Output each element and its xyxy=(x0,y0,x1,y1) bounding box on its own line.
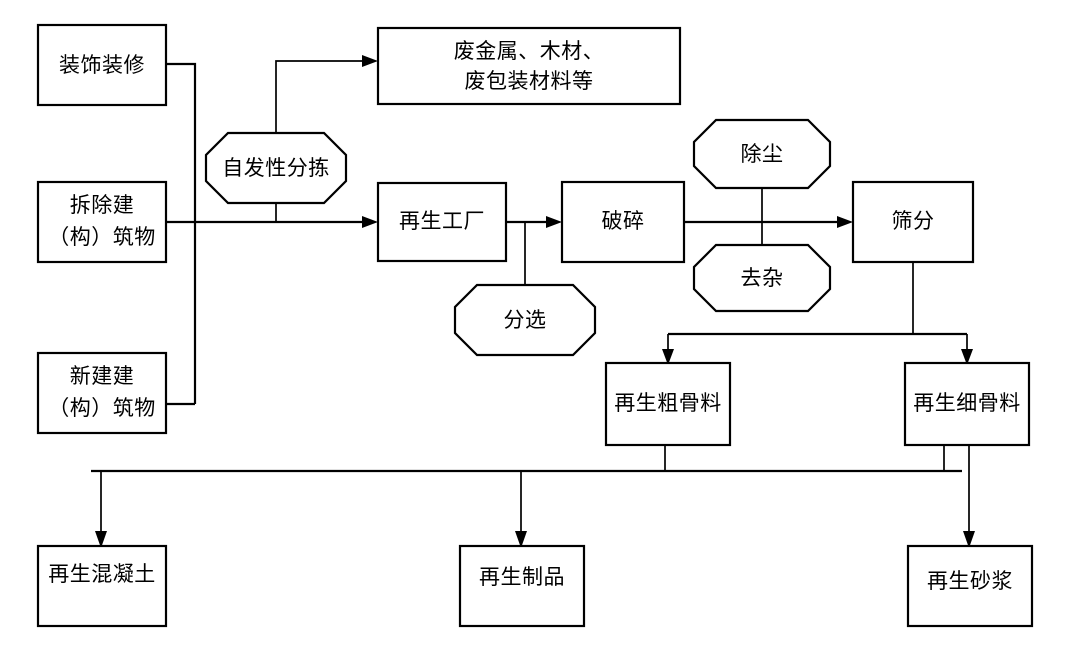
arrowhead-split-to-fine xyxy=(961,349,973,365)
node-recycled-mortar-label: 再生砂浆 xyxy=(927,569,1013,593)
node-spontaneous-sort[interactable]: 自发性分拣 xyxy=(204,131,348,205)
node-new-construction-label-line2: （构）筑物 xyxy=(48,396,156,420)
node-crushing[interactable]: 破碎 xyxy=(560,180,686,264)
connectors-group xyxy=(91,55,975,548)
node-recycled-concrete-box xyxy=(36,544,168,628)
arrowhead-distribution-to-products xyxy=(515,531,527,548)
node-separation-label: 分选 xyxy=(504,308,547,332)
arrowhead-demolition-to-plant xyxy=(362,216,378,228)
node-spontaneous-sort-shape xyxy=(204,131,348,205)
node-demolition-box xyxy=(36,180,168,264)
edge-sort-to-waste xyxy=(275,60,368,133)
node-recycling-plant-box xyxy=(376,181,508,263)
arrowhead-split-to-coarse xyxy=(662,349,674,365)
node-screening-box xyxy=(851,180,975,264)
node-screening-label: 筛分 xyxy=(892,209,935,233)
node-coarse-aggregate-box xyxy=(604,361,732,447)
node-decoration[interactable]: 装饰装修 xyxy=(36,23,168,107)
node-demolition-label-line1: 拆除建 xyxy=(70,193,135,217)
node-waste-materials-label-line1: 废金属、木材、 xyxy=(454,39,605,63)
node-demolition[interactable]: 拆除建 （构）筑物 xyxy=(36,180,168,264)
node-waste-materials-label-line2: 废包装材料等 xyxy=(465,69,594,93)
node-fine-aggregate-box xyxy=(903,361,1031,447)
node-coarse-aggregate-label: 再生粗骨料 xyxy=(614,391,722,415)
node-dust-removal-shape xyxy=(692,118,832,190)
node-recycled-mortar-box xyxy=(906,544,1034,628)
node-impurity-removal[interactable]: 去杂 xyxy=(692,243,832,313)
arrowhead-plant-to-crushing xyxy=(546,216,562,228)
node-recycled-mortar[interactable]: 再生砂浆 xyxy=(906,544,1034,628)
arrowhead-sort-to-waste xyxy=(362,55,378,67)
node-new-construction-box xyxy=(36,351,168,435)
node-recycled-concrete[interactable]: 再生混凝土 xyxy=(36,544,168,628)
node-waste-materials-box xyxy=(376,26,682,106)
node-spontaneous-sort-label: 自发性分拣 xyxy=(222,156,330,180)
node-recycled-concrete-label: 再生混凝土 xyxy=(48,562,156,586)
node-new-construction-label-line1: 新建建 xyxy=(70,364,135,388)
node-fine-aggregate[interactable]: 再生细骨料 xyxy=(903,361,1031,447)
edge-decoration-to-trunk xyxy=(166,62,197,404)
node-new-construction[interactable]: 新建建 （构）筑物 xyxy=(36,351,168,435)
node-demolition-label-line2: （构）筑物 xyxy=(48,225,156,249)
node-decoration-label: 装饰装修 xyxy=(59,53,145,77)
node-dust-removal[interactable]: 除尘 xyxy=(692,118,832,190)
arrowhead-distribution-to-concrete xyxy=(95,531,107,548)
node-waste-materials[interactable]: 废金属、木材、 废包装材料等 xyxy=(376,26,682,106)
node-screening[interactable]: 筛分 xyxy=(851,180,975,264)
node-recycled-products-box xyxy=(458,544,586,628)
node-fine-aggregate-label: 再生细骨料 xyxy=(913,391,1021,415)
node-recycled-products[interactable]: 再生制品 xyxy=(458,544,586,628)
node-separation[interactable]: 分选 xyxy=(453,283,597,357)
node-recycled-products-label: 再生制品 xyxy=(479,565,565,589)
node-recycling-plant-label: 再生工厂 xyxy=(399,209,485,233)
node-crushing-box xyxy=(560,180,686,264)
node-impurity-removal-shape xyxy=(692,243,832,313)
node-impurity-removal-label: 去杂 xyxy=(741,266,784,290)
arrowhead-crushing-to-screening xyxy=(837,216,853,228)
node-separation-shape xyxy=(453,283,597,357)
node-recycling-plant[interactable]: 再生工厂 xyxy=(376,181,508,263)
arrowhead-fine-to-mortar xyxy=(963,531,975,548)
node-decoration-box xyxy=(36,23,168,107)
node-dust-removal-label: 除尘 xyxy=(741,142,784,166)
node-crushing-label: 破碎 xyxy=(602,209,645,233)
node-coarse-aggregate[interactable]: 再生粗骨料 xyxy=(604,361,732,447)
